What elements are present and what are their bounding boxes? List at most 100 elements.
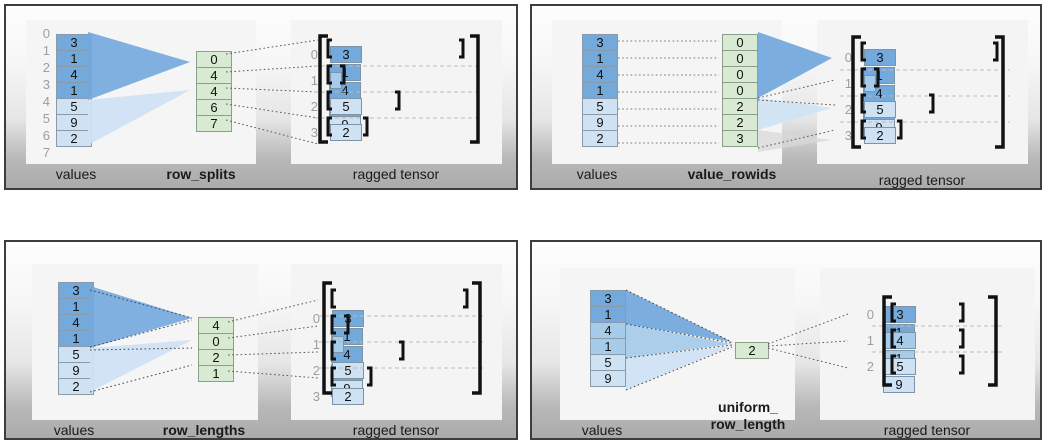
- ragged-row-index: 0: [866, 307, 874, 322]
- value-rowids-cell: 2: [722, 98, 758, 115]
- ragged-row: 59: [331, 362, 364, 397]
- ragged-cell: 5: [884, 358, 916, 375]
- values-column-p1: 3 1 4 1 5 9 2: [56, 34, 92, 147]
- value-rowids-cell: 0: [722, 66, 758, 83]
- ragged-row: 2: [864, 127, 896, 145]
- value-cell: 9: [590, 370, 626, 387]
- caption-uniform-row-length-line2: row_length: [710, 416, 786, 432]
- ragged-row: 2: [332, 388, 364, 406]
- value-cell: 3: [56, 34, 92, 51]
- ragged-row-index: 2: [844, 102, 852, 117]
- ragged-cell-empty: [332, 336, 344, 353]
- caption-uniform-row-length-line1: uniform_: [718, 399, 778, 415]
- value-cell: 9: [58, 362, 94, 379]
- value-rowids-cell: 0: [722, 50, 758, 67]
- ragged-cell: 5: [332, 362, 364, 379]
- row-lengths-cell: 0: [198, 333, 234, 350]
- card-ragged-uniform: [820, 268, 1035, 420]
- values-index: 6: [42, 128, 50, 143]
- panel-row-lengths: 3 1 4 1 5 9 2 4 0 2 1 values row_lengths…: [4, 240, 518, 440]
- value-cell: 3: [582, 34, 618, 51]
- ragged-cell: 3: [330, 46, 362, 63]
- ragged-row-index: 2: [310, 99, 318, 114]
- ragged-cell: 5: [330, 98, 362, 115]
- value-rowids-cell: 3: [722, 130, 758, 147]
- caption-values-p3: values: [53, 422, 95, 438]
- value-cell: 4: [56, 66, 92, 83]
- value-rowids-cell: 0: [722, 82, 758, 99]
- ragged-row: 31: [883, 306, 916, 341]
- value-cell: 1: [590, 306, 626, 323]
- value-cell: 1: [56, 82, 92, 99]
- ragged-cell: 4: [884, 332, 916, 349]
- ragged-cell: 3: [332, 310, 364, 327]
- value-cell: 1: [590, 338, 626, 355]
- value-cell: 1: [58, 298, 94, 315]
- ragged-row: 41: [883, 332, 916, 367]
- caption-row-splits: row_splits: [166, 166, 236, 182]
- ragged-row: 2: [330, 124, 362, 142]
- value-cell: 1: [582, 82, 618, 99]
- value-rowids-column: 0 0 0 0 2 2 3: [722, 34, 758, 147]
- ragged-row-index: 2: [866, 359, 874, 374]
- value-cell: 2: [56, 130, 92, 147]
- caption-values-p4: values: [581, 422, 623, 438]
- ragged-cell: 9: [883, 376, 915, 393]
- uniform-row-length-cell: 2: [735, 342, 769, 359]
- value-cell: 1: [56, 50, 92, 67]
- value-rowids-cell: 2: [722, 114, 758, 131]
- uniform-row-length-column: 2: [735, 342, 769, 359]
- value-cell: 2: [58, 378, 94, 395]
- value-cell: 1: [582, 50, 618, 67]
- value-cell: 9: [56, 114, 92, 131]
- value-cell: 5: [56, 98, 92, 115]
- caption-ragged-tensor-p2: ragged tensor: [878, 172, 966, 188]
- value-cell: 1: [58, 330, 94, 347]
- caption-values-p1: values: [55, 166, 97, 182]
- value-cell: 4: [590, 322, 626, 339]
- value-cell: 4: [58, 314, 94, 331]
- value-cell: 9: [582, 114, 618, 131]
- ragged-row-index: 0: [312, 311, 320, 326]
- values-index: 2: [42, 60, 50, 75]
- ragged-row-index: 2: [312, 363, 320, 378]
- row-lengths-cell: 4: [198, 317, 234, 334]
- card-ragged-row-lengths: [291, 264, 502, 420]
- ragged-cell-empty: [864, 75, 876, 92]
- caption-values-p2: values: [576, 166, 618, 182]
- ragged-row-index: 1: [310, 73, 318, 88]
- values-index: 5: [42, 111, 50, 126]
- ragged-cell: 3: [884, 306, 916, 323]
- values-column-p4: 3 1 4 1 5 9: [590, 290, 626, 387]
- panel-row-splits: 0 1 2 3 4 5 6 7 3 1 4 1 5 9 2 0 4 4 6 7: [4, 4, 518, 190]
- row-splits-cell: 0: [196, 51, 232, 68]
- values-index: 7: [42, 145, 50, 160]
- values-index-column-p1: 0 1 2 3 4 5 6 7: [36, 27, 50, 163]
- ragged-row-index: 0: [844, 50, 852, 65]
- value-cell: 3: [58, 282, 94, 299]
- ragged-row-index: 3: [844, 128, 852, 143]
- row-splits-cell: 4: [196, 83, 232, 100]
- value-cell: 5: [582, 98, 618, 115]
- values-index: 4: [42, 94, 50, 109]
- caption-value-rowids: value_rowids: [687, 166, 777, 182]
- caption-row-lengths: row_lengths: [162, 422, 246, 438]
- ragged-cell-empty: [330, 72, 342, 89]
- ragged-row-index: 1: [866, 333, 874, 348]
- ragged-cell: 5: [864, 101, 896, 118]
- values-index: 1: [42, 43, 50, 58]
- ragged-row-empty: [330, 72, 342, 90]
- panel-uniform-row-length: 3 1 4 1 5 9 2 values uniform_ row_length…: [530, 240, 1042, 440]
- ragged-cell: 3: [864, 49, 896, 66]
- row-lengths-cell: 1: [198, 365, 234, 382]
- row-lengths-column: 4 0 2 1: [198, 317, 234, 382]
- ragged-row-empty: [864, 75, 876, 93]
- ragged-row-index: 1: [312, 337, 320, 352]
- value-cell: 2: [582, 130, 618, 147]
- row-splits-cell: 4: [196, 67, 232, 84]
- value-rowids-cell: 0: [722, 34, 758, 51]
